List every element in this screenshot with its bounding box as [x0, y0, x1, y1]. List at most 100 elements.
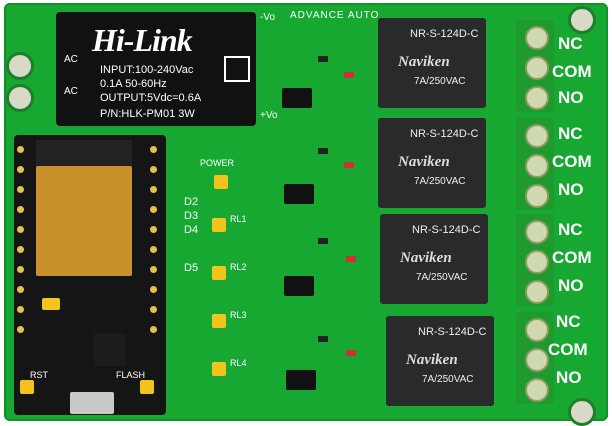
screw-nc[interactable] — [525, 26, 549, 50]
relay-rating: 7A/250VAC — [416, 272, 468, 283]
header-pin — [150, 246, 157, 253]
rl1-label: RL1 — [230, 214, 247, 224]
diode — [344, 162, 354, 168]
transistor — [318, 336, 328, 342]
header-pin — [17, 226, 24, 233]
header-pin — [150, 166, 157, 173]
micro-usb-port[interactable] — [70, 392, 114, 414]
screw-com[interactable] — [525, 348, 549, 372]
mounting-hole — [568, 398, 596, 426]
rl4-label: RL4 — [230, 358, 247, 368]
diode — [346, 256, 356, 262]
rst-button[interactable] — [20, 380, 34, 394]
relay-3: NR-S-124D-C Naviken 7A/250VAC — [380, 214, 488, 304]
nc-label: NC — [558, 124, 583, 143]
nc-label: NC — [558, 220, 583, 239]
header-pin — [150, 146, 157, 153]
screw-no[interactable] — [525, 86, 549, 110]
flash-button[interactable] — [140, 380, 154, 394]
transistor — [318, 148, 328, 154]
relay-brand: Naviken — [398, 154, 450, 170]
com-label: COM — [552, 152, 592, 171]
nc-label: NC — [556, 312, 581, 331]
header-pin — [17, 326, 24, 333]
header-pin — [17, 306, 24, 313]
d5-label: D5 — [184, 262, 199, 274]
mounting-screw — [6, 52, 34, 80]
module-input: INPUT:100-240Vac — [100, 64, 194, 76]
relay-rating: 7A/250VAC — [414, 176, 466, 187]
no-label: NO — [558, 180, 584, 199]
terminal-block-4 — [516, 312, 554, 404]
header-pin — [150, 206, 157, 213]
esp-shield — [36, 166, 132, 276]
d3-label: D3 — [184, 210, 199, 222]
header-pin — [150, 326, 157, 333]
vo-pos-label: +Vo — [260, 110, 278, 121]
optocoupler — [286, 370, 316, 390]
relay-brand: Naviken — [400, 250, 452, 266]
screw-com[interactable] — [525, 250, 549, 274]
relay-brand: Naviken — [406, 352, 458, 368]
no-label: NO — [558, 276, 584, 295]
optocoupler — [282, 88, 312, 108]
screw-com[interactable] — [525, 154, 549, 178]
terminal-block-2 — [516, 118, 554, 210]
relay-rating: 7A/250VAC — [414, 76, 466, 87]
mounting-screw — [6, 84, 34, 112]
esp-antenna — [36, 140, 132, 166]
usb-serial-chip — [94, 334, 126, 366]
ce-mark-icon — [224, 56, 250, 82]
power-module: Hi-Link INPUT:100-240Vac 0.1A 50-60Hz OU… — [56, 12, 256, 126]
com-label: COM — [552, 248, 592, 267]
header-pin — [17, 186, 24, 193]
header-pin — [150, 226, 157, 233]
transistor — [318, 238, 328, 244]
flash-label: FLASH — [116, 370, 146, 380]
screw-no[interactable] — [525, 184, 549, 208]
rst-label: RST — [30, 370, 48, 380]
header-pin — [150, 306, 157, 313]
header-pin — [150, 186, 157, 193]
screw-com[interactable] — [525, 56, 549, 80]
relay2-led — [212, 266, 226, 280]
transistor — [318, 56, 328, 62]
optocoupler — [284, 184, 314, 204]
header-pin — [17, 146, 24, 153]
terminal-block-3 — [516, 214, 554, 306]
relay3-led — [212, 314, 226, 328]
no-label: NO — [556, 368, 582, 387]
module-output: OUTPUT:5Vdc=0.6A — [100, 92, 202, 104]
relay4-led — [212, 362, 226, 376]
d4-label: D4 — [184, 224, 199, 236]
relay-model: NR-S-124D-C — [412, 224, 481, 236]
header-pin — [17, 166, 24, 173]
screw-no[interactable] — [525, 280, 549, 304]
module-part: P/N:HLK-PM01 3W — [100, 108, 195, 120]
capacitor — [42, 298, 60, 310]
header-pin — [17, 206, 24, 213]
diode — [344, 72, 354, 78]
relay1-led — [212, 218, 226, 232]
nc-label: NC — [558, 34, 583, 53]
relay-model: NR-S-124D-C — [410, 28, 479, 40]
header-pin — [150, 266, 157, 273]
screw-no[interactable] — [525, 378, 549, 402]
power-label: POWER — [200, 158, 235, 168]
power-led — [214, 175, 228, 189]
optocoupler — [284, 276, 314, 296]
screw-nc[interactable] — [525, 124, 549, 148]
rl3-label: RL3 — [230, 310, 247, 320]
vo-neg-label: -Vo — [260, 12, 276, 23]
screw-nc[interactable] — [525, 220, 549, 244]
silkscreen-top: ADVANCE AUTO — [290, 10, 380, 21]
relay-1: NR-S-124D-C Naviken 7A/250VAC — [378, 18, 486, 108]
screw-nc[interactable] — [525, 318, 549, 342]
com-label: COM — [552, 62, 592, 81]
header-pin — [17, 286, 24, 293]
d2-label: D2 — [184, 196, 199, 208]
relay-brand: Naviken — [398, 54, 450, 70]
com-label: COM — [548, 340, 588, 359]
header-pin — [150, 286, 157, 293]
relay-model: NR-S-124D-C — [418, 326, 487, 338]
